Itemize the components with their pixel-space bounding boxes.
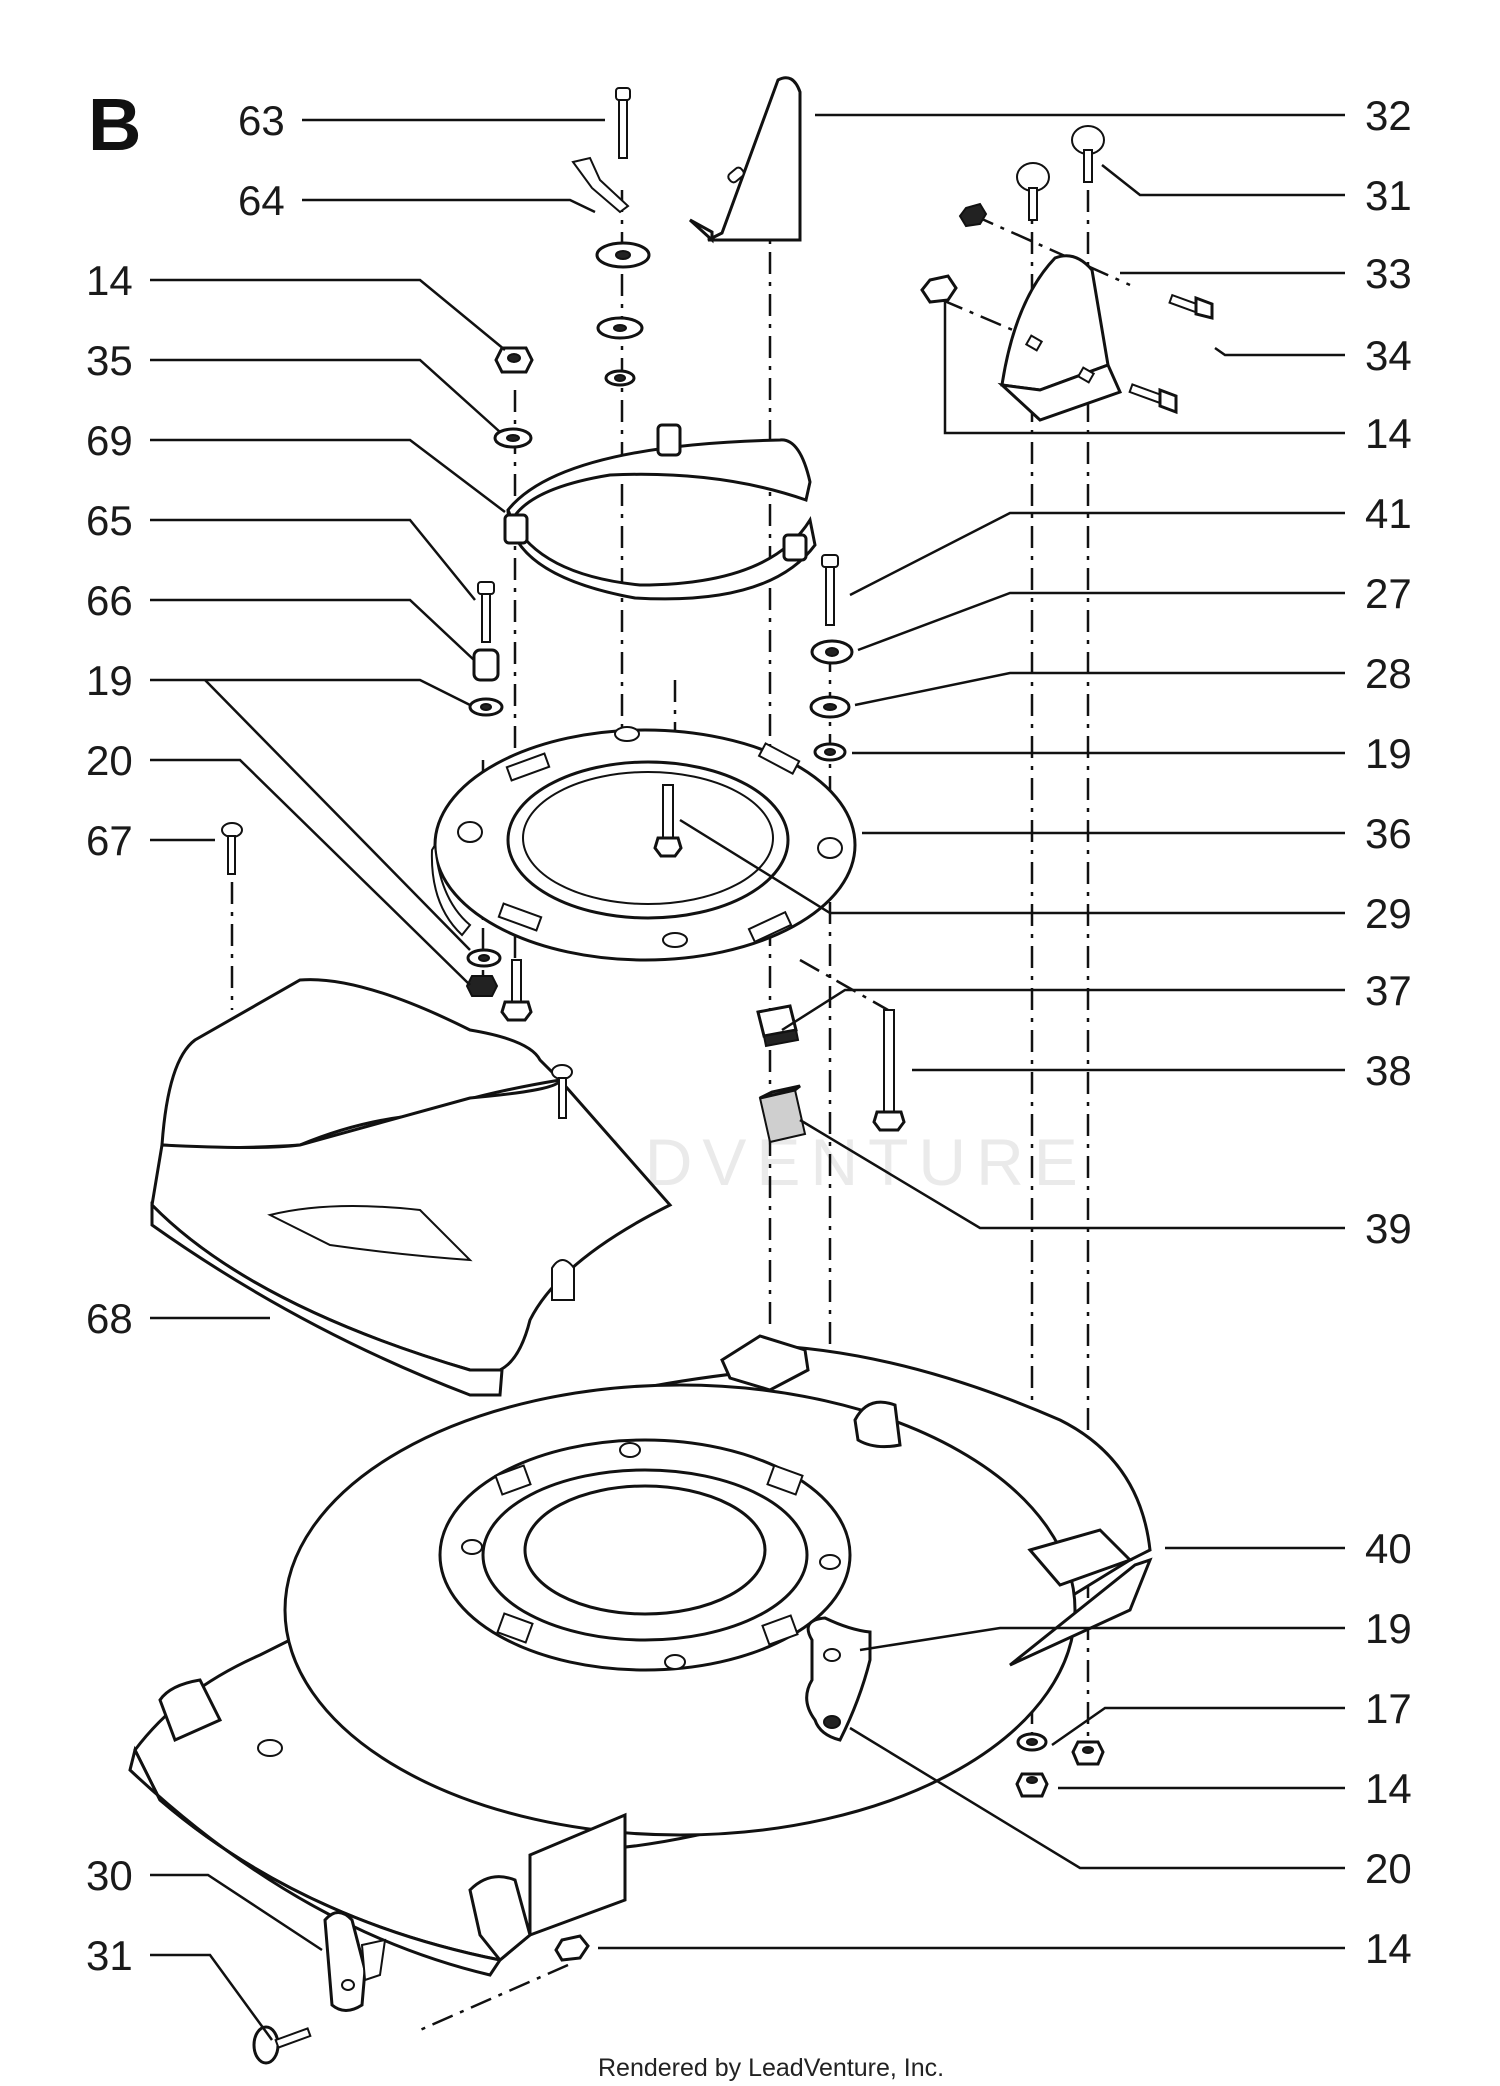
bolt-34-a — [1168, 293, 1214, 320]
clamp-30 — [323, 1911, 387, 2012]
callout-19-right: 19 — [1365, 730, 1412, 777]
washer-19-left — [468, 697, 504, 717]
callout-14-top-right: 14 — [1365, 410, 1412, 457]
callout-30: 30 — [86, 1852, 133, 1899]
washer-35 — [493, 427, 533, 449]
footer-credit: Rendered by LeadVenture, Inc. — [598, 2054, 944, 2082]
callout-39: 39 — [1365, 1205, 1412, 1252]
nut-14-left — [494, 346, 534, 374]
callout-37: 37 — [1365, 967, 1412, 1014]
section-letter: B — [88, 83, 141, 166]
callout-14-deck-front: 14 — [1365, 1925, 1412, 1972]
bolt-38 — [872, 1009, 906, 1132]
callout-28: 28 — [1365, 650, 1412, 697]
washer-19-right — [813, 742, 847, 762]
bolt-under-plate — [500, 959, 533, 1022]
callout-67: 67 — [86, 817, 133, 864]
washer-28 — [809, 695, 851, 719]
spacer-66 — [472, 648, 500, 682]
cover-68 — [150, 978, 673, 1397]
bolt-29 — [653, 784, 683, 858]
callout-33: 33 — [1365, 250, 1412, 297]
bracket-33 — [997, 254, 1123, 422]
callout-20-left: 20 — [86, 737, 133, 784]
callout-31-top: 31 — [1365, 172, 1412, 219]
screw-67 — [221, 822, 243, 875]
screw-cover — [551, 1064, 573, 1119]
callout-35: 35 — [86, 337, 133, 384]
band-69 — [503, 423, 817, 601]
nut-14-deck-front — [554, 1934, 590, 1962]
callout-20-bottom: 20 — [1365, 1845, 1412, 1892]
callout-38: 38 — [1365, 1047, 1412, 1094]
callout-29: 29 — [1365, 890, 1412, 937]
deck-40 — [128, 1334, 1153, 1977]
nut-14-top-small — [958, 202, 988, 228]
bolt-34-b — [1128, 383, 1178, 415]
callout-36: 36 — [1365, 810, 1412, 857]
callout-32: 32 — [1365, 92, 1412, 139]
nut-14-top-large — [920, 274, 958, 304]
bolt-31-top-a — [1016, 162, 1050, 221]
callout-31-bottom: 31 — [86, 1932, 133, 1979]
bracket-32 — [688, 76, 802, 244]
washer-19-lower — [466, 948, 502, 968]
callout-27: 27 — [1365, 570, 1412, 617]
nut-14-bottom-a — [1015, 1772, 1049, 1798]
callout-64: 64 — [238, 177, 285, 224]
callout-65: 65 — [86, 497, 133, 544]
callout-19-deck: 19 — [1365, 1605, 1412, 1652]
callout-labels: 63 64 14 35 69 65 66 19 20 67 68 30 31 3… — [86, 92, 1412, 1979]
callout-14-left: 14 — [86, 257, 133, 304]
callout-17: 17 — [1365, 1685, 1412, 1732]
nut-14-bottom-b — [1071, 1740, 1105, 1766]
bolt-63 — [615, 87, 631, 159]
washer-17 — [1016, 1732, 1048, 1752]
callout-34: 34 — [1365, 332, 1412, 379]
block-39 — [758, 1084, 807, 1144]
bolt-65 — [477, 581, 495, 643]
clip-64 — [571, 156, 630, 214]
nut-20-left — [465, 975, 499, 997]
bolt-31-top-b — [1071, 125, 1105, 183]
callout-41: 41 — [1365, 490, 1412, 537]
clip-37 — [756, 1004, 800, 1048]
callout-69: 69 — [86, 417, 133, 464]
bolt-41 — [821, 554, 839, 626]
callout-66: 66 — [86, 577, 133, 624]
callout-63: 63 — [238, 97, 285, 144]
callout-40: 40 — [1365, 1525, 1412, 1572]
bolt-31-bottom — [252, 2025, 312, 2065]
washer-stack — [595, 241, 651, 387]
callout-68: 68 — [86, 1295, 133, 1342]
washer-27 — [810, 639, 854, 665]
leader-lines — [150, 113, 1345, 2041]
callout-19-left: 19 — [86, 657, 133, 704]
callout-14-bottom: 14 — [1365, 1765, 1412, 1812]
plate-36 — [430, 726, 857, 962]
